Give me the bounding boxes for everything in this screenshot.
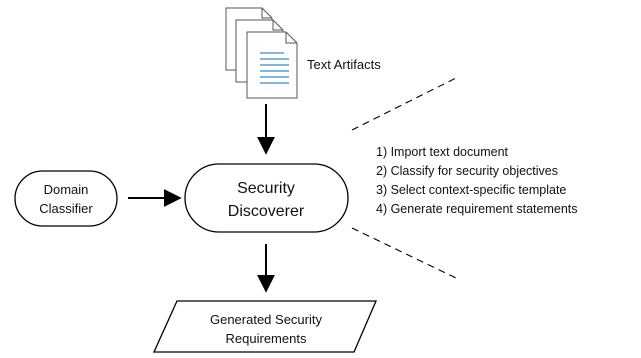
step-item-3: 3) Select context-specific template: [376, 183, 566, 197]
step-item-4: 4) Generate requirement statements: [376, 202, 578, 216]
security-discoverer-label-line1: Security: [237, 180, 295, 197]
generated-requirements-node: Generated Security Requirements: [152, 300, 377, 353]
document-stack-icon: [225, 7, 298, 99]
generated-requirements-label-line2: Requirements: [226, 331, 307, 346]
security-discoverer-label-line2: Discoverer: [228, 203, 305, 220]
step-item-1: 1) Import text document: [376, 145, 509, 159]
domain-classifier-shape: [14, 170, 118, 227]
callout-line-bottom: [351, 227, 457, 279]
security-discoverer-shape: [184, 163, 349, 233]
generated-requirements-shape: [152, 300, 377, 353]
domain-classifier-node: Domain Classifier: [14, 170, 118, 227]
domain-classifier-label-line2: Classifier: [39, 201, 93, 216]
document-front-icon: [246, 31, 298, 99]
step-item-2: 2) Classify for security objectives: [376, 164, 558, 178]
domain-classifier-label-line1: Domain: [44, 182, 89, 197]
security-discoverer-node: Security Discoverer: [184, 163, 349, 233]
document-text-lines-icon: [260, 52, 289, 84]
steps-list: 1) Import text document 2) Classify for …: [376, 145, 578, 216]
callout-line-top: [351, 77, 457, 131]
generated-requirements-label-line1: Generated Security: [210, 312, 323, 327]
text-artifacts-label: Text Artifacts: [307, 57, 381, 72]
